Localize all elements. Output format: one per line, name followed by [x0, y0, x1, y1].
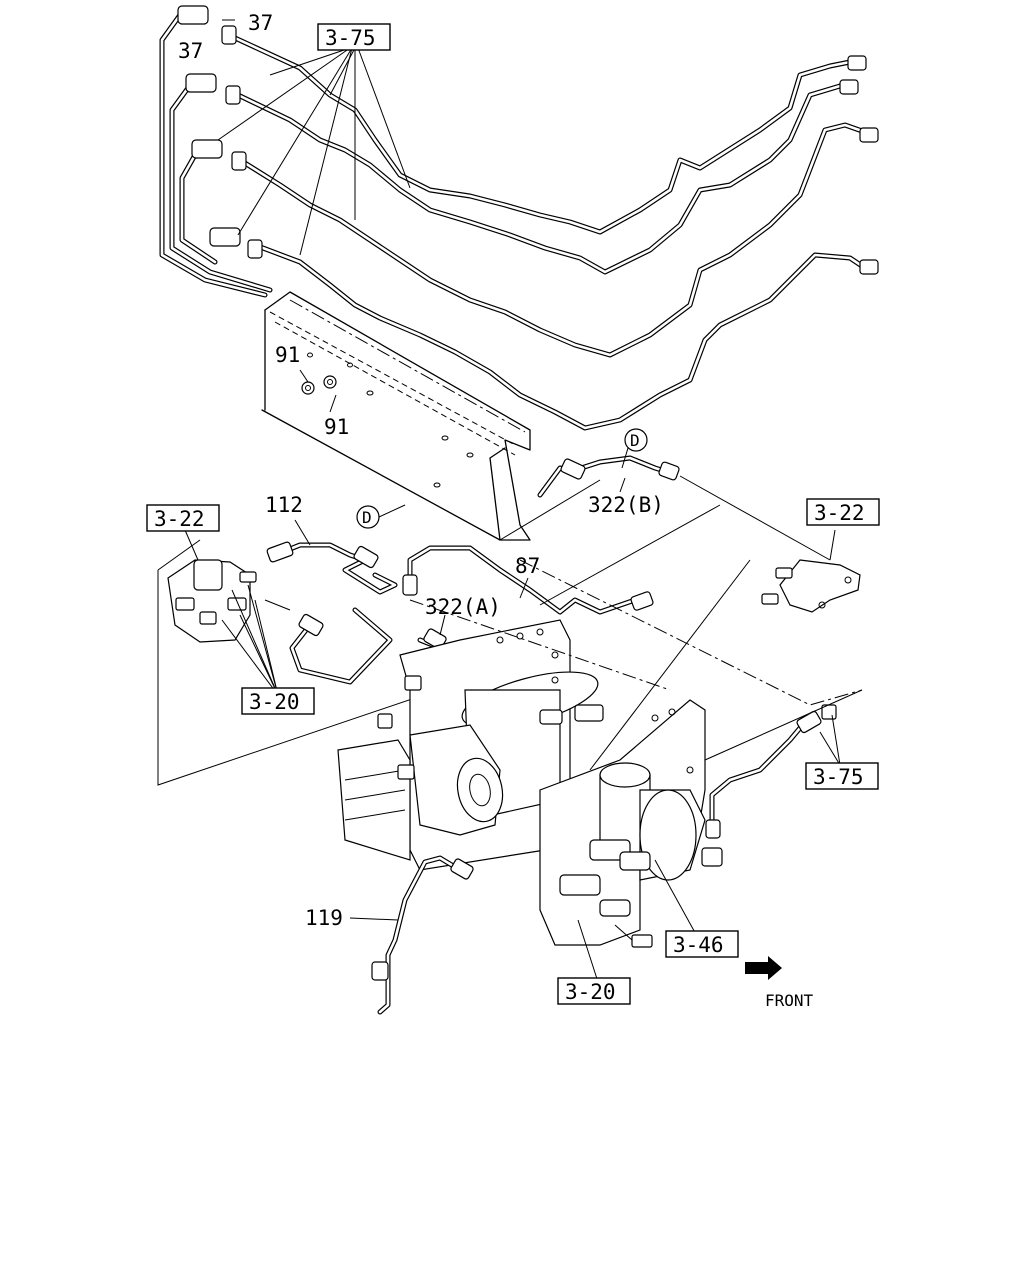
front-direction-arrow-icon [745, 956, 782, 980]
ref-box-3-46 [665, 930, 739, 958]
air-dryer-assembly [337, 559, 863, 983]
end-fitting-4 [859, 259, 879, 275]
crossmember-bracket [261, 291, 531, 541]
ref-3-22-left-label: 3-22 [154, 507, 205, 531]
pipe-119 [349, 855, 474, 1015]
pipe-112 [264, 519, 398, 685]
part-119-label: 119 [305, 906, 343, 930]
ref-3-20-bottom-label: 3-20 [565, 980, 616, 1004]
pipe-322b [537, 447, 831, 561]
ref-3-20-left-label: 3-20 [249, 690, 300, 714]
part-112-label: 112 [265, 493, 303, 517]
ref-3-75-top-label: 3-75 [325, 26, 376, 50]
part-37-lower-label: 37 [178, 39, 203, 63]
part-91-upper-label: 91 [275, 343, 300, 367]
end-fitting-3 [859, 127, 879, 143]
marker-d-top-label: D [630, 431, 640, 450]
right-relay-valve [761, 529, 861, 613]
tee-fitting-1 [177, 5, 237, 45]
ref-3-22-right-label: 3-22 [814, 501, 865, 525]
marker-d-top-circle [624, 428, 648, 452]
part-87-label: 87 [515, 554, 540, 578]
ref-box-3-22-left [146, 504, 220, 532]
ref-box-3-20-left [241, 687, 315, 715]
pipe-87 [402, 479, 721, 653]
part-91-lower-label: 91 [324, 415, 349, 439]
tee-fitting-4 [209, 227, 263, 259]
ref-3-75-right-label: 3-75 [813, 765, 864, 789]
part-322b-label: 322(B) [588, 493, 664, 517]
tee-fitting-2 [185, 73, 241, 105]
part-37-upper-label: 37 [248, 11, 273, 35]
ref-box-3-20-bottom [557, 977, 631, 1005]
ref-box-3-75-right [805, 762, 879, 790]
end-fitting-2 [839, 79, 859, 95]
part-322a-label: 322(A) [425, 595, 501, 619]
ref-3-46-label: 3-46 [673, 933, 724, 957]
end-fitting-1 [847, 55, 867, 71]
tee-fitting-3 [191, 139, 247, 171]
left-valve-assembly [157, 529, 469, 786]
ref-box-3-75-top [317, 23, 391, 51]
front-label: FRONT [765, 991, 814, 1010]
upper-pipe-bundle [159, 5, 879, 431]
ref-box-3-22-right [806, 498, 880, 526]
marker-d-left-label: D [362, 508, 372, 527]
